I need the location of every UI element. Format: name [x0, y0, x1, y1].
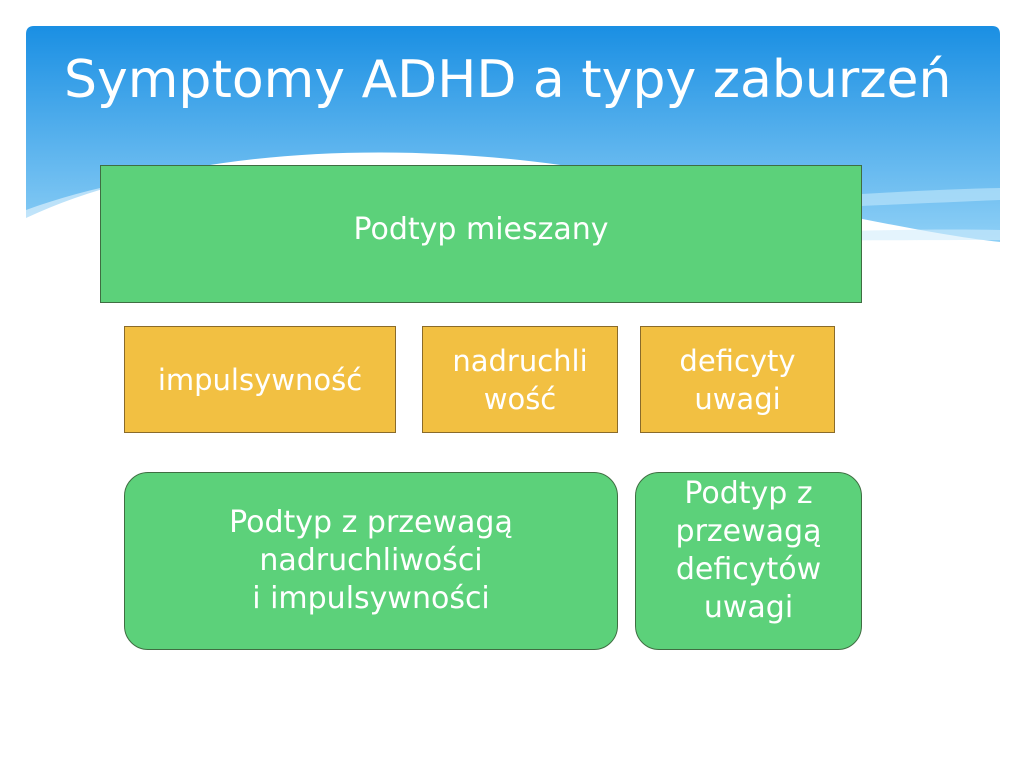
inattentive-subtype-box: Podtyp z przewagą deficytów uwagi: [635, 472, 862, 650]
combined-subtype-label: Podtyp mieszany: [353, 212, 609, 247]
slide-title: Symptomy ADHD a typy zaburzeń: [64, 50, 952, 110]
attention-deficit-box: deficyty uwagi: [640, 326, 835, 433]
combined-subtype-box: Podtyp mieszany: [100, 165, 862, 303]
hyperactivity-label: nadruchli wość: [452, 343, 588, 416]
inattentive-subtype-label: Podtyp z przewagą deficytów uwagi: [675, 476, 822, 625]
impulsivity-label: impulsywność: [157, 362, 363, 397]
hyperactivity-box: nadruchli wość: [422, 326, 618, 433]
hyperactive-impulsive-subtype-label: Podtyp z przewagą nadruchliwości i impul…: [229, 505, 513, 616]
attention-deficit-label: deficyty uwagi: [679, 343, 796, 416]
hyperactive-impulsive-subtype-box: Podtyp z przewagą nadruchliwości i impul…: [124, 472, 618, 650]
impulsivity-box: impulsywność: [124, 326, 396, 433]
